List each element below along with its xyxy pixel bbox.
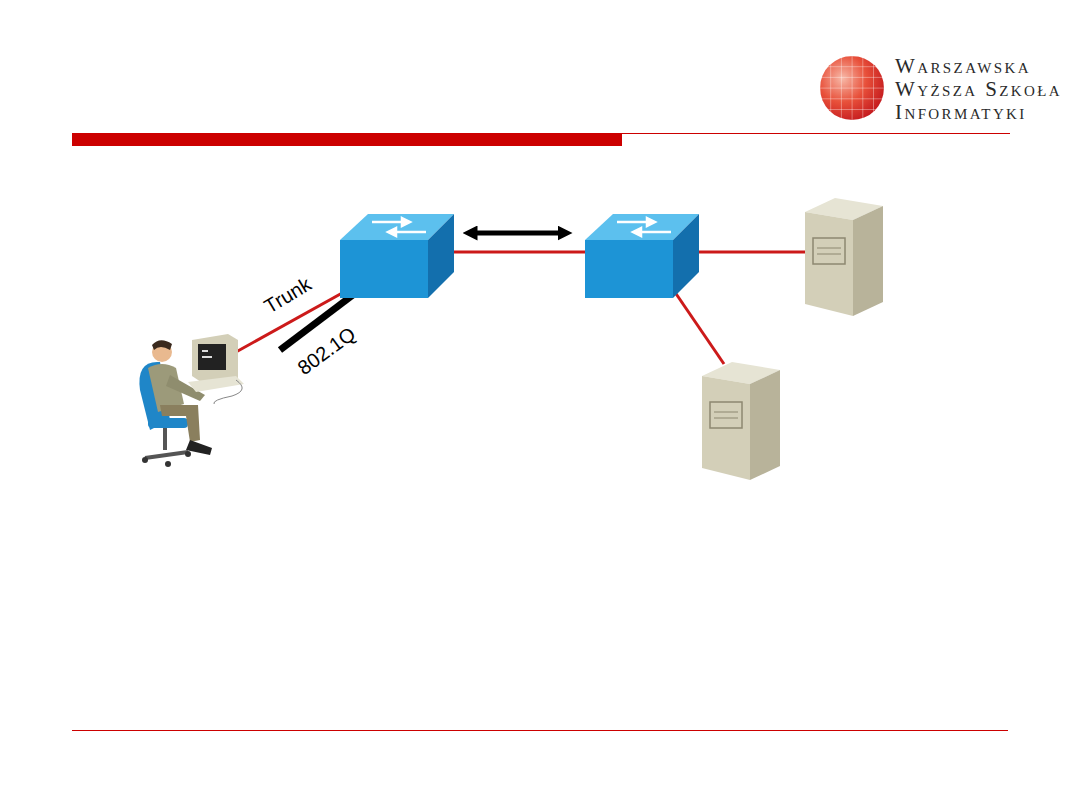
link-label: Trunk [261, 273, 314, 316]
footer-line [72, 730, 1008, 731]
logo-text: Warszawska [895, 56, 1031, 77]
header-bar [72, 133, 622, 146]
user-workstation [139, 334, 244, 467]
logo-text: Informatyki [895, 102, 1027, 123]
logo-mark [820, 56, 884, 120]
logo-text: Wyższa Szkoła [895, 79, 1062, 100]
server-icon [805, 198, 883, 316]
server-icon [702, 362, 780, 480]
header-line [622, 133, 1010, 134]
switch-icon [340, 214, 454, 298]
double-arrow [470, 231, 565, 236]
switch-icon [585, 214, 699, 298]
